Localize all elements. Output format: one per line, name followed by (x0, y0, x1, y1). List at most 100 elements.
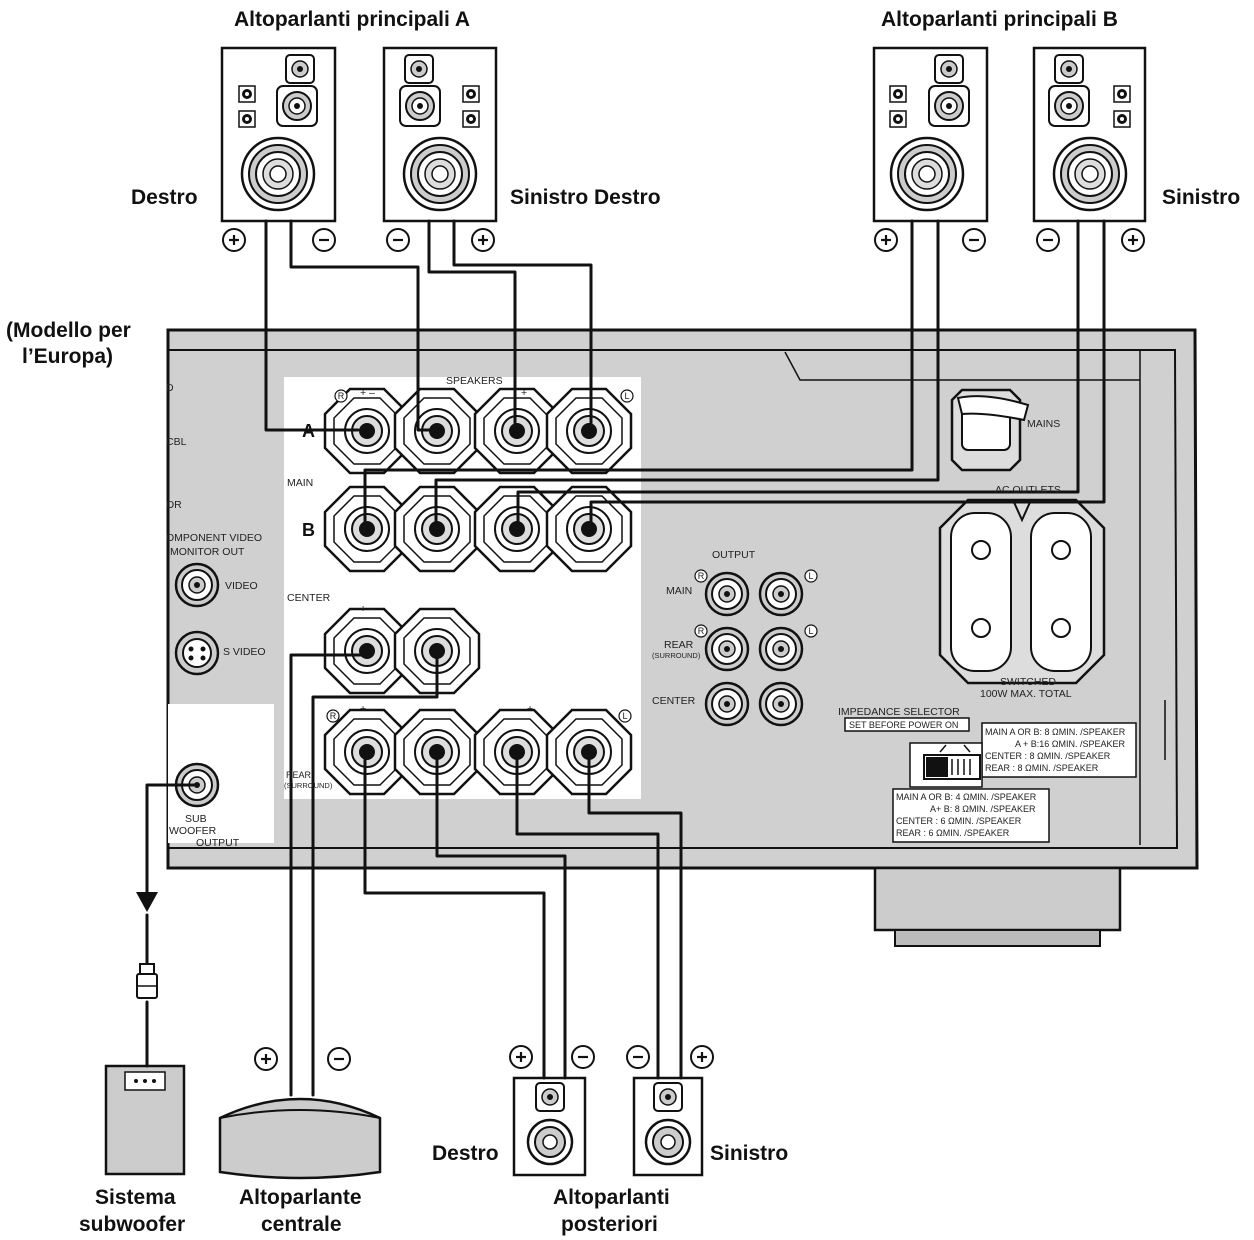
svg-text:REAR : 6 ΩMIN. /SPEA: REAR : 6 ΩMIN. /SPEAKER (896, 828, 1010, 838)
minus-icon (326, 1046, 352, 1072)
svg-text:CBL: CBL (166, 436, 187, 448)
svg-text:REAR : 8 ΩMIN. /SPEA: REAR : 8 ΩMIN. /SPEAKER (985, 763, 1099, 773)
plus-icon (221, 227, 247, 253)
rca-jacks (174, 562, 804, 808)
minus-icon (311, 227, 337, 253)
svg-text:SET BEFORE POWER ON: SET BEFORE POWER ON (849, 720, 958, 730)
minus-icon (625, 1044, 651, 1070)
svg-text:MONITOR OUT: MONITOR OUT (170, 546, 245, 558)
output-center-jack-1[interactable] (704, 681, 750, 727)
rear-left-label: Sinistro (710, 1142, 788, 1165)
plus-icon (1120, 227, 1146, 253)
rear-right-label: Destro (432, 1142, 499, 1165)
svg-text:R: R (698, 571, 705, 581)
main-a-title: Altoparlanti principali A (234, 8, 470, 31)
speaker-wires (136, 219, 1106, 1097)
svg-text:OR: OR (166, 499, 182, 511)
section-a-label: A (302, 421, 315, 441)
svg-text:OMPONENT VIDEO: OMPONENT VIDEO (166, 532, 262, 544)
subwoofer (104, 1064, 186, 1176)
svg-text:AC OUTLETS: AC OUTLETS (995, 484, 1061, 496)
main-b-title: Altoparlanti principali B (881, 8, 1118, 31)
output-rear-r-jack[interactable] (704, 626, 750, 672)
svg-text:MAINS: MAINS (1027, 418, 1060, 430)
svg-text:CENTER: CENTER (287, 592, 331, 604)
video-jack[interactable] (174, 562, 220, 608)
center-label-line2: centrale (261, 1213, 342, 1236)
svg-text:MAIN A OR B: 8 ΩMIN. /SPEAKER: MAIN A OR B: 8 ΩMIN. /SPEAKER (985, 727, 1126, 737)
svg-text:WOOFER: WOOFER (169, 825, 217, 837)
main-speaker-a-left (382, 46, 498, 223)
svg-text:D: D (166, 382, 174, 394)
svg-text:L: L (624, 391, 629, 401)
svg-text:MAIN: MAIN (666, 585, 692, 597)
svg-text:R: R (330, 711, 337, 721)
svg-text:VIDEO: VIDEO (225, 580, 258, 592)
a-left-b-right-label: Sinistro Destro (510, 186, 661, 209)
speakers-label: SPEAKERS (446, 375, 503, 387)
svg-text:CENTER : 8 ΩMIN. /SPEAK: CENTER : 8 ΩMIN. /SPEAKER (985, 751, 1111, 761)
svg-text:L: L (808, 626, 813, 636)
svg-text:SWITCHED: SWITCHED (1000, 676, 1056, 688)
svg-text:100W MAX. TOTAL: 100W MAX. TOTAL (980, 688, 1072, 700)
output-label: OUTPUT (712, 549, 756, 561)
diagram-captions: Altoparlanti principali A Altoparlanti p… (6, 8, 1240, 1236)
svg-text:CENTER: CENTER (652, 695, 696, 707)
svg-text:A+ B: 8 ΩMIN. /SPEAKER: A+ B: 8 ΩMIN. /SPEAKER (930, 804, 1036, 814)
ac-outlets (938, 498, 1106, 685)
b-left-label: Sinistro (1162, 186, 1240, 209)
plus-icon (873, 227, 899, 253)
svg-text:+ –: + – (360, 387, 375, 399)
model-label-line1: (Modello per (6, 319, 131, 342)
terminal-b-l-minus[interactable] (545, 485, 633, 573)
subwoofer-label-line1: Sistema (95, 1186, 176, 1209)
svg-text:+ –: + – (360, 703, 375, 715)
main-speaker-b-left (1032, 46, 1147, 223)
a-right-label: Destro (131, 186, 198, 209)
svg-text:R: R (338, 391, 345, 401)
subwoofer-label-line2: subwoofer (79, 1213, 185, 1236)
output-center-jack-2[interactable] (758, 681, 804, 727)
panel-labels: SPEAKERS + – + A B MAIN CENTER + – + – –… (166, 375, 1126, 849)
center-label-line1: Altoparlante (239, 1186, 362, 1209)
svg-text:A + B:16 ΩMIN. /SPEAKER: A + B:16 ΩMIN. /SPEAKER (1015, 739, 1126, 749)
rear-speaker-right (512, 1076, 587, 1177)
svg-text:MAIN: MAIN (287, 477, 313, 489)
main-speaker-a-right (220, 46, 337, 223)
svg-text:MAIN A OR B: 4 ΩMIN. /SPEAKER: MAIN A OR B: 4 ΩMIN. /SPEAKER (896, 792, 1037, 802)
plus-icon (508, 1044, 534, 1070)
svg-text:REAR: REAR (664, 639, 694, 651)
svg-text:+: + (521, 387, 527, 399)
svg-text:(SURROUND): (SURROUND) (284, 781, 333, 790)
output-main-l-jack[interactable] (758, 571, 804, 617)
main-speaker-b-right (872, 46, 989, 223)
terminal-a-l-minus[interactable] (545, 387, 633, 475)
svg-text:R: R (698, 626, 705, 636)
output-main-r-jack[interactable] (704, 571, 750, 617)
impedance-switch[interactable] (923, 754, 981, 780)
svg-text:REAR: REAR (286, 770, 312, 780)
mains-connector (950, 388, 1030, 472)
svg-text:S VIDEO: S VIDEO (223, 646, 266, 658)
svg-text:(SURROUND): (SURROUND) (652, 651, 701, 660)
svg-text:–: – (450, 703, 456, 715)
svg-text:L: L (808, 571, 813, 581)
svg-text:SUB: SUB (185, 813, 207, 825)
center-speaker (218, 1097, 382, 1180)
rca-plug-icon (136, 963, 158, 999)
rear-label-line1: Altoparlanti (553, 1186, 670, 1209)
svg-text:+: + (527, 703, 533, 715)
svg-text:L: L (622, 711, 627, 721)
channel-marks: R L R L R L R L (326, 389, 818, 723)
minus-icon (1035, 227, 1061, 253)
output-rear-l-jack[interactable] (758, 626, 804, 672)
plus-icon (253, 1046, 279, 1072)
rear-label-line2: posteriori (561, 1213, 658, 1236)
plus-icon (470, 227, 496, 253)
svg-text:+ –: + – (360, 603, 375, 615)
svg-text:IMPEDANCE SELECTOR: IMPEDANCE SELECTOR (838, 706, 960, 718)
s-video-jack[interactable] (174, 630, 220, 676)
plus-icon (689, 1044, 715, 1070)
svg-text:OUTPUT: OUTPUT (196, 837, 240, 849)
